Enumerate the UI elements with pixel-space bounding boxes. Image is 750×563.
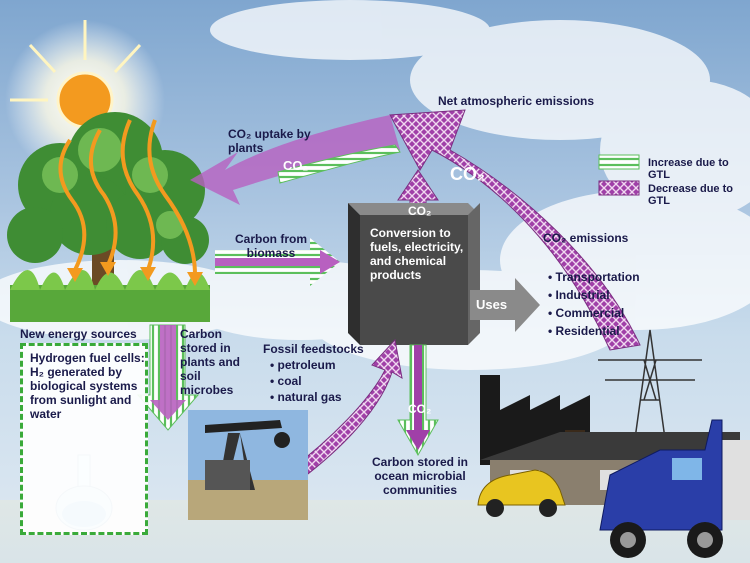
uses-item: • Residential (548, 324, 620, 338)
co2-cycle-arrow (389, 109, 641, 351)
fossil-list: • petroleum • coal • natural gas (270, 357, 342, 405)
legend-increase-swatch (598, 154, 640, 170)
co2-uptake-tag: CO₂ (283, 158, 309, 173)
car-icon (477, 469, 566, 517)
sun-rays (10, 20, 142, 102)
uses-item: • Commercial (548, 306, 625, 320)
carbon-stored-ocean-label: Carbon stored in ocean microbial communi… (371, 455, 468, 497)
fossil-item: • petroleum (270, 358, 336, 372)
fossil-item: • natural gas (270, 390, 342, 404)
co2-up-tag: CO₂ (408, 204, 432, 218)
fossil-item: • coal (270, 374, 302, 388)
uses-list: • Transportation • Industrial • Commerci… (548, 268, 640, 340)
hydrogen-label: Hydrogen fuel cells: H₂ generated by bio… (30, 351, 145, 421)
co2-down-tag: CO₂ (408, 402, 432, 416)
conversion-label: Conversion to fuels, electricity, and ch… (370, 226, 464, 282)
tree-icon (7, 112, 210, 322)
carbon-from-biomass-label: Carbon from biomass (235, 232, 307, 260)
legend-decrease-swatch (598, 180, 640, 196)
carbon-stored-plants-label: Carbon stored in plants and soil microbe… (180, 327, 241, 397)
co2-emissions-label: CO₂ emissions (543, 231, 629, 245)
fossil-feedstocks-label: Fossil feedstocks (263, 342, 364, 356)
net-emissions-label: Net atmospheric emissions (438, 94, 595, 108)
hydrogen-box: Hydrogen fuel cells: H₂ generated by bio… (20, 343, 148, 535)
sunlight-arrows (58, 119, 197, 276)
new-energy-sources-label: New energy sources (20, 327, 137, 341)
uptake-green-arrow (277, 144, 401, 184)
uses-item: • Industrial (548, 288, 610, 302)
truck-icon (599, 419, 750, 558)
co2-big-tag: CO₂ (450, 164, 485, 184)
uses-item: • Transportation (548, 270, 640, 284)
co2-uptake-label: CO₂ uptake by plants (228, 127, 311, 155)
legend-decrease-label: Decrease due to GTL (648, 183, 733, 207)
oil-well-image (188, 410, 308, 520)
uses-arrow (470, 278, 540, 332)
legend-increase-label: Increase due to GTL (648, 157, 729, 181)
uses-label: Uses (476, 297, 508, 312)
